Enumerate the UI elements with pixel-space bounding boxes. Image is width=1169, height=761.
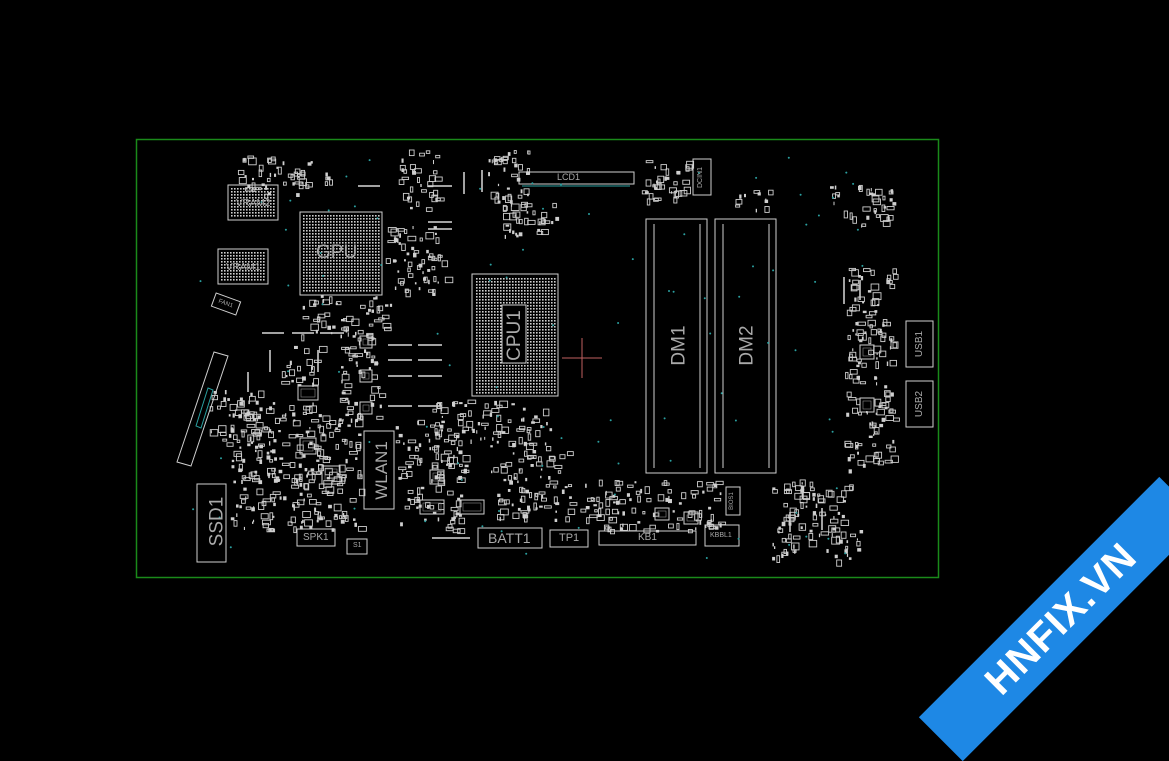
- kb-label: KB1: [638, 532, 657, 543]
- bios-label: BIOS1: [728, 492, 735, 510]
- dm2-label: DM2: [736, 325, 758, 366]
- wlan-connector[interactable]: [363, 430, 395, 510]
- tp-connector[interactable]: [549, 529, 589, 548]
- cpu-label: CPU1: [503, 310, 525, 361]
- s1-label: S1: [353, 542, 362, 549]
- usb2-label: USB2: [914, 390, 926, 418]
- left-angled-connector[interactable]: [176, 351, 229, 467]
- pcb-board-drawing: [135, 138, 940, 579]
- usb1-connector[interactable]: [905, 320, 934, 368]
- batt-connector[interactable]: [477, 527, 543, 549]
- cpu-footprint[interactable]: [471, 273, 602, 397]
- vram2-label: VRAM2: [236, 198, 271, 209]
- kbbl-label: KBBL1: [710, 532, 732, 539]
- fan1-footprint[interactable]: [210, 292, 242, 316]
- gpu-label: GPU: [316, 242, 358, 263]
- dcin-label: DCIN1: [697, 166, 705, 189]
- tp-label: TP1: [559, 532, 580, 544]
- dcin-connector[interactable]: [692, 158, 712, 196]
- bios-chip[interactable]: [725, 486, 741, 516]
- boardview-canvas: VRAM2 GPU VRAM1 FAN1 LCD1 DCIN1 CPU1 DM1…: [135, 138, 1169, 761]
- dimm1-slot[interactable]: [645, 218, 708, 474]
- wlan-label: WLAN1: [371, 441, 391, 500]
- smd-components: [209, 149, 900, 567]
- dimm2-slot[interactable]: [714, 218, 777, 474]
- s1-switch[interactable]: [346, 538, 368, 555]
- board-traces: [247, 170, 861, 539]
- kb-connector[interactable]: [598, 530, 697, 546]
- gpu-footprint[interactable]: [299, 211, 383, 296]
- vram1-label: VRAM1: [226, 262, 261, 273]
- vram1-footprint[interactable]: [217, 248, 269, 285]
- batt-label: BATT1: [488, 530, 531, 546]
- ssd-label: SSD1: [206, 496, 228, 547]
- usb2-connector[interactable]: [905, 380, 934, 428]
- spk-connector[interactable]: [296, 528, 336, 547]
- dm1-label: DM1: [668, 325, 690, 366]
- lcd-label: LCD1: [557, 172, 581, 182]
- board-outline: [135, 138, 940, 579]
- ssd-connector[interactable]: [196, 483, 227, 563]
- test-points: [192, 156, 864, 559]
- spk-label: SPK1: [303, 532, 329, 543]
- usb1-label: USB1: [914, 330, 926, 358]
